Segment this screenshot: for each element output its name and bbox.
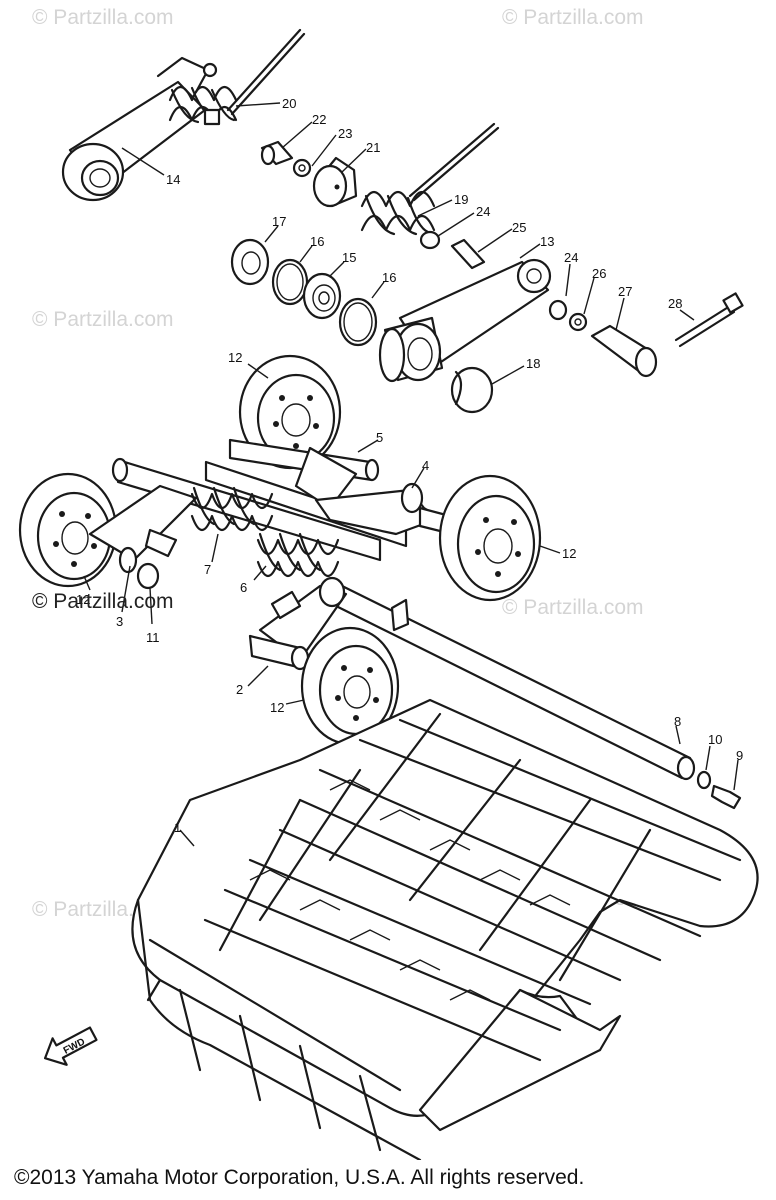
- callout-4: 4: [422, 458, 429, 473]
- callout-12-right: 12: [562, 546, 576, 561]
- callouts: 20 22 23 21 14 19 24 25 17 16 15 16 13 2…: [76, 96, 743, 835]
- part-12-wheel-right: [438, 474, 542, 602]
- callout-27: 27: [618, 284, 632, 299]
- watermark-top-left: © Partzilla.com: [32, 6, 174, 29]
- callout-22: 22: [312, 112, 326, 127]
- watermark-top-right: © Partzilla.com: [502, 6, 644, 29]
- part-12-wheel-left: [18, 472, 118, 588]
- part-16-circlip-left: [271, 258, 309, 306]
- part-1-track: [131, 698, 759, 1160]
- part-23-washer: [292, 158, 312, 178]
- callout-11: 11: [146, 630, 160, 645]
- callout-12-lower: 12: [270, 700, 284, 715]
- callout-12-upper: 12: [228, 350, 242, 365]
- watermark-main: © Partzilla.com: [32, 590, 174, 613]
- callout-8: 8: [674, 714, 681, 729]
- part-16-circlip-right: [338, 297, 378, 347]
- part-12-wheel-lower: [300, 626, 400, 746]
- callout-7: 7: [204, 562, 211, 577]
- part-7-spring: [190, 486, 274, 532]
- callout-16-left: 16: [310, 234, 324, 249]
- callout-9: 9: [736, 748, 743, 763]
- callout-18: 18: [526, 356, 540, 371]
- part-11-collar: [136, 562, 160, 590]
- callout-20: 20: [282, 96, 296, 111]
- part-26-washer: [568, 312, 588, 332]
- callout-13: 13: [540, 234, 554, 249]
- callout-25: 25: [512, 220, 526, 235]
- callout-14: 14: [166, 172, 180, 187]
- fwd-arrow-icon: FWD: [43, 1026, 98, 1066]
- callout-2: 2: [236, 682, 243, 697]
- callout-3: 3: [116, 614, 123, 629]
- part-18-cap: [450, 366, 494, 414]
- callout-15: 15: [342, 250, 356, 265]
- part-17-oil-seal: [230, 238, 270, 286]
- part-3-arm: [88, 484, 198, 574]
- part-6-spring: [256, 532, 340, 578]
- callout-26: 26: [592, 266, 606, 281]
- part-27-collar: [590, 324, 658, 378]
- watermark-mid-right: © Partzilla.com: [502, 596, 644, 619]
- watermark-mid-left: © Partzilla.com: [32, 308, 174, 331]
- leader-lines: [83, 102, 739, 847]
- part-22-sleeve: [260, 140, 294, 166]
- part-13-rear-arm: [378, 258, 552, 383]
- part-19-torsion-spring: [360, 122, 500, 236]
- callout-1: 1: [174, 820, 181, 835]
- callout-12-left: 12: [76, 592, 90, 607]
- part-24-bushing-lower: [548, 299, 568, 321]
- callout-24-lower: 24: [564, 250, 578, 265]
- part-25-pin: [450, 238, 486, 270]
- part-21-cap: [312, 156, 358, 208]
- part-24-bushing-upper: [419, 230, 441, 250]
- callout-23: 23: [338, 126, 352, 141]
- part-28-bolt: [674, 292, 744, 348]
- callout-6: 6: [240, 580, 247, 595]
- callout-10: 10: [708, 732, 722, 747]
- part-20-torsion-spring: [168, 28, 306, 126]
- callout-5: 5: [376, 430, 383, 445]
- callout-28: 28: [668, 296, 682, 311]
- exploded-view-drawing: © Partzilla.com © Partzilla.com © Partzi…: [18, 6, 759, 1160]
- callout-16-right: 16: [382, 270, 396, 285]
- callout-24-upper: 24: [476, 204, 490, 219]
- part-12-wheel-upper: [238, 354, 342, 470]
- part-14-upper-arm: [61, 56, 218, 202]
- copyright-notice: ©2013 Yamaha Motor Corporation, U.S.A. A…: [14, 1166, 585, 1189]
- callout-17: 17: [272, 214, 286, 229]
- part-9-bolt: [710, 784, 742, 810]
- part-15-bearing: [302, 272, 342, 320]
- part-10-washer: [696, 770, 712, 790]
- callout-21: 21: [366, 140, 380, 155]
- part-2-arm: [248, 576, 348, 671]
- callout-19: 19: [454, 192, 468, 207]
